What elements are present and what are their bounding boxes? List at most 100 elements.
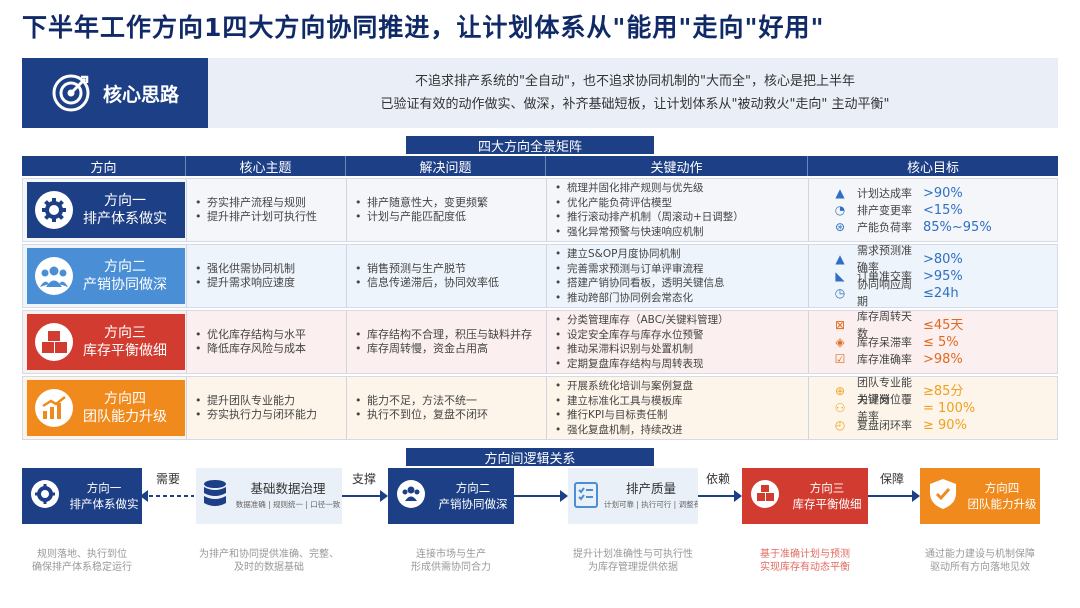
flow-node-sub: 库存平衡做细 [792, 497, 862, 511]
goal-value: >95% [923, 268, 963, 284]
flow-relation-label: 依赖 [706, 472, 731, 486]
goal-icon: ☑ [834, 351, 846, 366]
shield-check-icon [930, 479, 956, 509]
bullet-item: 提升需求响应速度 [195, 276, 338, 291]
bullet-item: 梳理并固化排产规则与优先级 [555, 181, 800, 196]
flow-node-desc: 通过能力建设与机制保障驱动所有方向落地见效 [900, 548, 1060, 574]
arrow-head [380, 490, 388, 502]
bullet-item: 强化复盘机制，持续改进 [555, 423, 800, 438]
flow-desc-line: 为排产和协同提供准确、完整、 [199, 549, 339, 560]
flow-node-box: 方向四团队能力升级 [920, 468, 1040, 524]
goal-icon: ⊛ [834, 219, 846, 234]
bullet-item: 信息传递滞后，协同效率低 [355, 276, 538, 291]
goal-icon: ▲ [835, 185, 845, 200]
bullet-item: 优化库存结构与水平 [195, 328, 338, 343]
flow-desc-line: 实现库存有动态平衡 [760, 562, 850, 573]
goal-value: ≥85分 [923, 383, 964, 399]
flow-desc-line: 通过能力建设与机制保障 [925, 549, 1035, 560]
direction-icon-circle [35, 191, 73, 229]
goal-item: ◣订单准交率>95% [829, 268, 1049, 285]
flow-node-title: 基础数据治理 [250, 481, 326, 496]
bullet-item: 降低库存风险与成本 [195, 342, 338, 357]
direction-cell: 方向三库存平衡做细 [23, 311, 187, 373]
flow-arrow [140, 490, 194, 502]
direction-name: 库存平衡做细 [83, 343, 167, 359]
bullet-item: 能力不足，方法不统一 [355, 394, 538, 409]
flow-relation-label: 保障 [880, 472, 905, 486]
goal-item: ⊛ 产能负荷率 85%~95% [829, 219, 1049, 236]
bullet-item: 销售预测与生产脱节 [355, 262, 538, 277]
page-title: 下半年工作方向1四大方向协同推进，让计划体系从"能用"走向"好用" [22, 13, 825, 42]
goal-cell: ⊠库存周转天数≤45天◈库存呆滞率≤ 5%☑库存准确率>98% [809, 310, 1057, 373]
database-icon [204, 480, 226, 506]
flow-node-title: 方向一 [86, 481, 122, 495]
direction-number: 方向四 [104, 391, 146, 407]
boxes-icon [751, 480, 779, 508]
header-cell: 核心主题 [186, 156, 346, 176]
problem-cell: 销售预测与生产脱节信息传递滞后，协同效率低 [347, 245, 547, 307]
goal-value: >90% [923, 185, 963, 201]
matrix-title: 四大方向全景矩阵 [406, 136, 654, 155]
problem-cell: 库存结构不合理，积压与缺料并存库存周转慢，资金占用高 [347, 311, 547, 373]
goal-label: 库存呆滞率 [857, 335, 912, 349]
flow-desc-line: 规则落地、执行到位 [37, 549, 127, 560]
goal-item: ⊠库存周转天数≤45天 [829, 310, 1049, 340]
direction-number: 方向二 [104, 259, 146, 275]
bullet-item: 执行不到位，复盘不闭环 [355, 408, 538, 423]
bullet-item: 推行KPI与目标责任制 [555, 408, 800, 423]
flow-node-icon-wrap [202, 479, 228, 513]
goal-value: 85%~95% [923, 219, 992, 235]
growth-chart-icon [42, 396, 66, 419]
direction-box: 方向四团队能力升级 [27, 380, 185, 436]
bullet-item: 定期复盘库存结构与周转表现 [555, 357, 800, 372]
logic-title: 方向间逻辑关系 [406, 448, 654, 467]
gear-icon [31, 480, 59, 508]
target-icon [52, 74, 90, 112]
direction-name: 团队能力升级 [83, 409, 167, 425]
flow-node-desc: 基于准确计划与预测实现库存有动态平衡 [722, 548, 888, 574]
bullet-item: 设定安全库存与库存水位预警 [555, 328, 800, 343]
flow-desc-line: 提升计划准确性与可执行性 [573, 549, 693, 560]
flow-relation-label: 需要 [156, 472, 181, 486]
goal-label: 库存周转天数 [857, 310, 912, 340]
goal-label: 团队专业能力评分 [857, 376, 912, 406]
goal-label: 产能负荷率 [857, 220, 912, 234]
theme-cell: 夯实排产流程与规则提升排产计划可执行性 [187, 179, 347, 241]
flow-desc-line: 形成供需协同合力 [411, 562, 491, 573]
flow-arrow [342, 490, 388, 502]
goal-icon: ◣ [835, 268, 845, 283]
goal-cell: ▲需求预测准确率>80%◣订单准交率>95%◷协同响应周期≤24h [809, 244, 1057, 308]
flow-arrow [868, 490, 920, 502]
flow-desc-line: 确保排产体系稳定运行 [32, 562, 132, 573]
flow-node-sub: 数据准确 | 规则统一 | 口径一致 [235, 500, 341, 509]
direction-cell: 方向二产销协同做深 [23, 245, 187, 307]
arrow-head [734, 490, 742, 502]
flow-node: 方向一排产体系做实 [22, 468, 142, 524]
flow-node-desc: 规则落地、执行到位确保排产体系稳定运行 [2, 548, 162, 574]
gear-icon [42, 198, 66, 222]
direction-icon-circle [35, 257, 73, 295]
goal-value: ≤24h [923, 285, 959, 301]
flow-node-icon-wrap [396, 479, 426, 513]
bullet-item: 搭建产销协同看板，透明关键信息 [555, 276, 800, 291]
goal-item: ⊕团队专业能力评分≥85分 [829, 376, 1049, 406]
flow-node-box: 基础数据治理数据准确 | 规则统一 | 口径一致 [196, 468, 342, 524]
goal-icon: ◔ [834, 202, 846, 217]
problem-cell: 能力不足，方法不统一执行不到位，复盘不闭环 [347, 377, 547, 439]
arrow-head [560, 490, 568, 502]
goal-label: 关键岗位覆盖率 [857, 393, 912, 423]
flow-relation-label: 支撑 [352, 472, 377, 486]
goal-label: 需求预测准确率 [857, 244, 912, 274]
flow-desc-line: 及时的数据基础 [234, 562, 304, 573]
goal-value: = 100% [923, 400, 976, 416]
bullet-item: 提升团队专业能力 [195, 394, 338, 409]
bullet-item: 强化异常预警与快速响应机制 [555, 225, 800, 240]
goal-icon: ⊠ [834, 317, 846, 332]
action-cell: 分类管理库存（ABC/关键料管理）设定安全库存与库存水位预警推动呆滞料识别与处置… [547, 311, 809, 373]
